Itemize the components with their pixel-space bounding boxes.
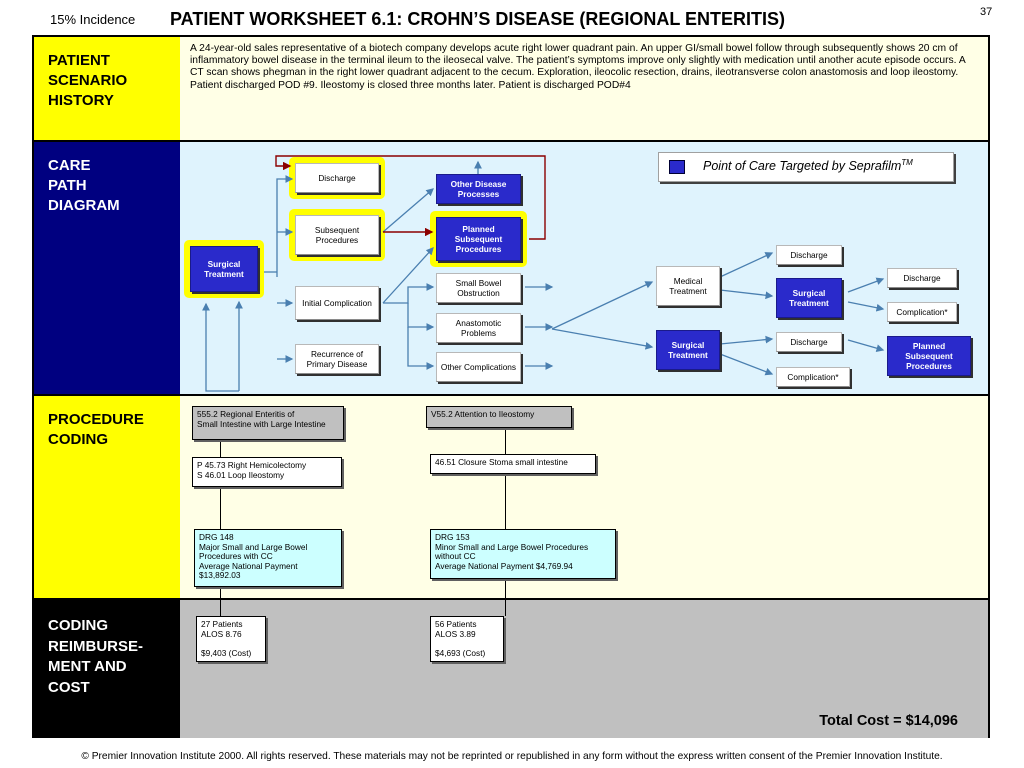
procedure-coding-row-label: PROCEDURE CODING (34, 396, 180, 598)
diagnosis-code-right: V55.2 Attention to Ileostomy (426, 406, 572, 428)
node-surgical-treatment-start: Surgical Treatment (190, 246, 258, 292)
scenario-row-label: PATIENT SCENARIO HISTORY (34, 37, 180, 140)
care-path-connectors (202, 155, 885, 392)
coding-connector-right (505, 416, 506, 598)
highlight-planned-procedures (430, 211, 527, 267)
node-initial-complication: Initial Complication (295, 286, 379, 320)
node-surgical-treatment-mid: Surgical Treatment (776, 278, 842, 318)
node-other-complications: Other Complications (436, 352, 521, 382)
page-number: 37 (980, 6, 993, 18)
procedure-coding-row: PROCEDURE CODING 555.2 Regional Enteriti… (34, 396, 988, 598)
node-discharge-top: Discharge (295, 163, 379, 193)
total-cost: Total Cost = $14,096 (819, 713, 958, 729)
copyright-footer: © Premier Innovation Institute 2000. All… (81, 751, 943, 762)
reimbursement-row-label: CODING REIMBURSE- MENT AND COST (34, 600, 180, 738)
legend-swatch (669, 160, 685, 174)
node-other-disease-processes: Other Disease Processes (436, 174, 521, 204)
node-planned-subsequent-procedures: Planned Subsequent Procedures (436, 217, 521, 261)
care-path-row-label: CARE PATH DIAGRAM (34, 142, 180, 394)
incidence-label: 15% Incidence (50, 12, 136, 27)
node-anastomotic-problems: Anastomotic Problems (436, 313, 521, 343)
cost-box-left: 27 Patients ALOS 8.76 $9,403 (Cost) (196, 616, 266, 662)
drg-left: DRG 148 Major Small and Large Bowel Proc… (194, 529, 342, 587)
highlight-surgical-treatment (184, 240, 264, 298)
scenario-text: A 24-year-old sales representative of a … (190, 43, 966, 91)
node-discharge-upper: Discharge (776, 245, 842, 265)
care-path-panel: Surgical Treatment Discharge Subsequent … (180, 142, 988, 394)
care-path-legend: Point of Care Targeted by SeprafilmTM (658, 152, 954, 182)
node-recurrence-primary-disease: Recurrence of Primary Disease (295, 344, 379, 374)
page-title: PATIENT WORKSHEET 6.1: CROHN’S DISEASE (… (170, 9, 786, 29)
reimbursement-panel: 27 Patients ALOS 8.76 $9,403 (Cost) 56 P… (180, 600, 988, 738)
procedure-codes-right: 46.51 Closure Stoma small intestine (430, 454, 596, 474)
coding-connector-left (220, 416, 221, 598)
procedure-codes-left: P 45.73 Right Hemicolectomy S 46.01 Loop… (192, 457, 342, 487)
scenario-panel: A 24-year-old sales representative of a … (180, 37, 988, 140)
node-complication-lower: Complication* (776, 367, 850, 387)
care-path-row: CARE PATH DIAGRAM (34, 142, 988, 394)
worksheet-frame: PATIENT SCENARIO HISTORY A 24-year-old s… (32, 35, 990, 738)
node-discharge-mid: Discharge (887, 268, 957, 288)
node-discharge-lower: Discharge (776, 332, 842, 352)
legend-superscript: TM (901, 158, 913, 167)
node-surgical-treatment-lower: Surgical Treatment (656, 330, 720, 370)
drg-right: DRG 153 Minor Small and Large Bowel Proc… (430, 529, 616, 579)
diagnosis-code-left: 555.2 Regional Enteritis of Small Intest… (192, 406, 344, 440)
cost-connector-left (220, 600, 221, 616)
node-medical-treatment: Medical Treatment (656, 266, 720, 306)
node-complication-mid: Complication* (887, 302, 957, 322)
reimbursement-row: CODING REIMBURSE- MENT AND COST 27 Patie… (34, 600, 988, 738)
legend-text: Point of Care Targeted by Seprafilm (703, 159, 902, 174)
scenario-row: PATIENT SCENARIO HISTORY A 24-year-old s… (34, 37, 988, 140)
node-planned-subsequent-procedures-right: Planned Subsequent Procedures (887, 336, 971, 376)
node-small-bowel-obstruction: Small Bowel Obstruction (436, 273, 521, 303)
procedure-coding-panel: 555.2 Regional Enteritis of Small Intest… (180, 396, 988, 598)
node-subsequent-procedures: Subsequent Procedures (295, 215, 379, 255)
cost-connector-right (505, 600, 506, 616)
cost-box-right: 56 Patients ALOS 3.89 $4,693 (Cost) (430, 616, 504, 662)
